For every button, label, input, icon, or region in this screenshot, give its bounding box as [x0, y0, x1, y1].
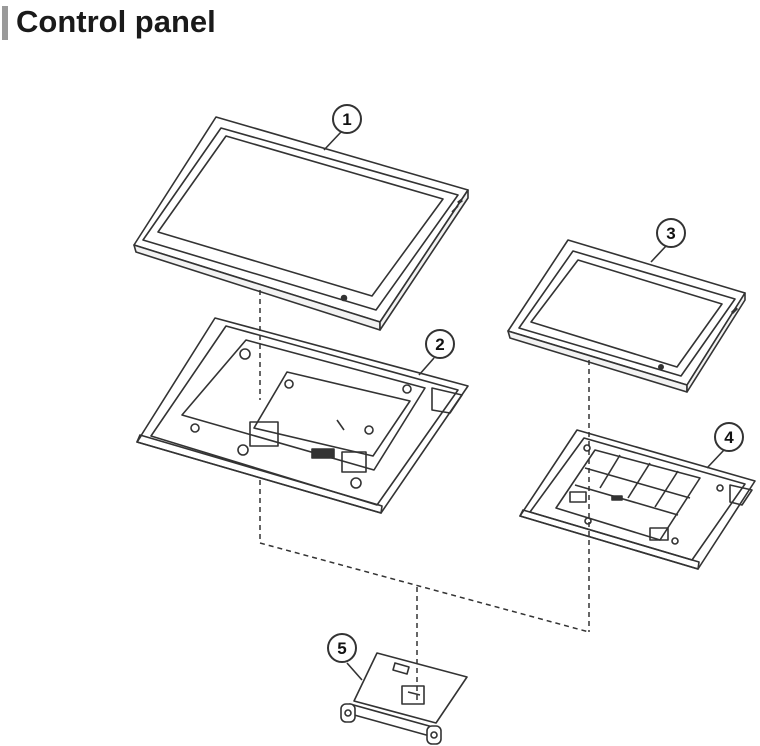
title-accent-bar	[2, 6, 8, 40]
callout-leader-5	[346, 662, 363, 681]
callout-leader-1	[323, 131, 342, 151]
part-1-large-display	[133, 116, 469, 331]
callout-circle-1	[332, 104, 362, 134]
part-3-small-display	[507, 239, 746, 393]
callout-number-2: 2	[435, 335, 444, 354]
callout-number-4: 4	[724, 428, 734, 447]
callout-number-5: 5	[337, 639, 346, 658]
callout-leader-2	[418, 357, 435, 376]
assembly-guide-lines	[259, 290, 590, 700]
callout-circle-5	[327, 633, 357, 663]
page-title: Control panel	[16, 4, 216, 39]
callout-circle-3	[656, 218, 686, 248]
callout-number-3: 3	[666, 224, 675, 243]
page-header: Control panel	[0, 0, 760, 46]
part-4-small-bracket	[519, 429, 756, 570]
part-5-hinge-stand	[340, 652, 468, 745]
callout-leader-3	[650, 245, 667, 263]
callout-number-1: 1	[342, 110, 351, 129]
callout-leader-4	[706, 449, 725, 469]
callout-circle-2	[425, 329, 455, 359]
part-2-large-bracket	[136, 317, 469, 514]
callout-circle-4	[714, 422, 744, 452]
